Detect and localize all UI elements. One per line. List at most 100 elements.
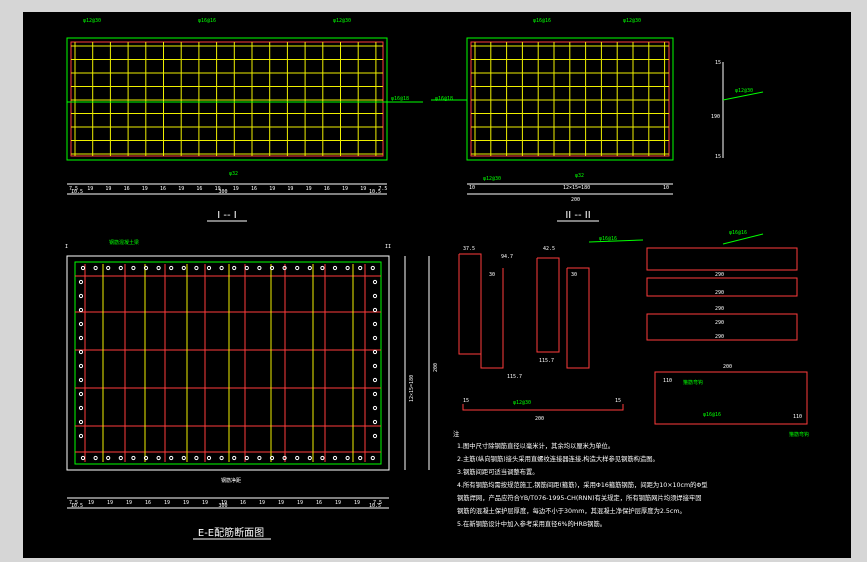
section1-total: 300 [218,189,227,195]
bar-callout: φ16@16 [729,230,747,236]
section1-callout-5: φ32 [229,171,238,177]
note-line-6: 钢筋的混凝土保护层厚度，每边不小于30mm，其混凝土净保护层厚度为2.5cm。 [457,506,686,515]
rebar-dot [156,265,161,271]
section1-dim-13: 19 [306,186,312,192]
rebar-dot [143,265,149,271]
stirrup-dim-2: 94.7 [501,254,513,260]
rebar-dot [78,293,84,299]
rebar-dot [78,377,84,383]
section1-title: I -- I [217,210,236,221]
stirrup-detail-1 [458,253,482,355]
section1-dim-10: 16 [251,186,257,192]
rebar-dot [194,265,199,271]
rebar-dot [295,455,300,461]
straight-end-2: 15 [615,398,621,404]
rebar-dot [244,265,249,271]
rebar-dot [143,455,149,461]
rebar-dot [78,279,84,285]
section1-edge-right: 10.5 [369,189,381,195]
rebar-dot [78,363,84,369]
section1-dim-0: 7.5 [69,186,78,192]
section1-dim-11: 19 [269,186,275,192]
rebar-dot [372,349,378,355]
straight-callout: φ12@30 [513,400,531,406]
rebar-dot [257,455,262,461]
bar-label-2: 290 [715,290,724,296]
section2-callout-4: φ16@18 [435,96,453,102]
note-line-5: 钢筋焊网，产品应符合YB/T076-1995-CH(RNN)有关规定，所有钢筋网… [457,493,702,502]
rebar-dot [181,455,186,461]
section2-rebar-grid [471,42,669,156]
rebar-dot [372,405,378,411]
rebar-dot [219,265,224,271]
hook-callout-3: 箍筋弯钩 [789,431,809,438]
rebar-dot [156,455,161,461]
rebar-dot [269,265,275,271]
section2-side-dim-1: 15 [715,60,721,66]
section3-dim-15: 19 [354,500,360,506]
rebar-dot [372,419,378,425]
notes-block: 注 1.图中尺寸除钢筋直径以毫米计，其余均以厘米为单位。 2.主筋(纵向钢筋)接… [453,429,708,528]
section-2-2: 10 12×15=180 10 200 II -- II φ16@16 φ12@… [431,18,764,222]
rebar-dot [194,455,199,461]
section2-callout-3: φ12@30 [483,176,501,182]
section3-inner [74,261,382,465]
section1-dim-2: 19 [105,186,111,192]
section1-dim-12: 19 [287,186,293,192]
section1-dim-8: 19 [215,186,221,192]
stirrup-callout-1: φ16@16 [599,236,617,242]
section3-roman-right: II [385,244,391,250]
section3-dim-6: 19 [183,500,189,506]
section3-edge-left: 10.5 [71,503,83,509]
rebar-dot [372,433,378,439]
stirrup-dim-3: 42.5 [543,246,555,252]
rebar-dot [206,265,212,271]
stirrup-detail-3 [566,267,590,369]
bar-detail-3 [646,313,798,341]
rebar-dot [78,335,84,341]
rebar-dot [80,455,86,461]
section3-dim-4: 16 [145,500,151,506]
section3-dim-16: 7.5 [373,500,382,506]
rebar-dot [106,265,111,271]
section1-dim-16: 19 [360,186,366,192]
rebar-dot [372,321,378,327]
rebar-dot [372,391,378,397]
section3-vlabel: 12×15=180 [409,375,415,402]
rebar-dot [131,265,136,271]
rebar-dot [206,455,212,461]
section1-dim-14: 16 [324,186,330,192]
rebar-dot [282,265,287,271]
stirrup-dim-5: 30 [571,272,577,278]
section2-side-dim-2: 190 [711,114,720,120]
section1-callout-2: φ16@16 [198,18,216,24]
rebar-dot [169,455,174,461]
rebar-dot [219,455,224,461]
rebar-dot [282,455,287,461]
rebar-dot [169,265,174,271]
bar-label-1: 290 [715,272,724,278]
section2-dim-2: 12×15=180 [563,185,590,191]
section3-dim-5: 19 [164,500,170,506]
section1-inner [70,41,384,157]
hook-callout-2: 箍筋弯钩 [683,379,703,386]
section3-dim-8: 19 [221,500,227,506]
section2-outline [466,37,674,161]
section3-vtotal: 200 [433,363,439,372]
section3-roman-left: I [65,244,68,250]
section1-dim-17: 7.5 [378,186,387,192]
rebar-dot [372,279,378,285]
section3-title: E-E配筋断面图 [198,526,264,539]
straight-len: 200 [535,416,544,422]
section1-rebar-grid [71,42,383,156]
section3-rebar-grid [75,264,381,462]
rebar-dot [370,265,375,271]
rebar-dot [257,265,262,271]
rebar-dot [358,455,363,461]
rebar-dot [78,321,84,327]
note-line-4: 4.所有钢筋均需按规范施工,钢筋间距(箍筋)，采用Φ16箍筋钢筋，间距为10×1… [457,480,708,489]
